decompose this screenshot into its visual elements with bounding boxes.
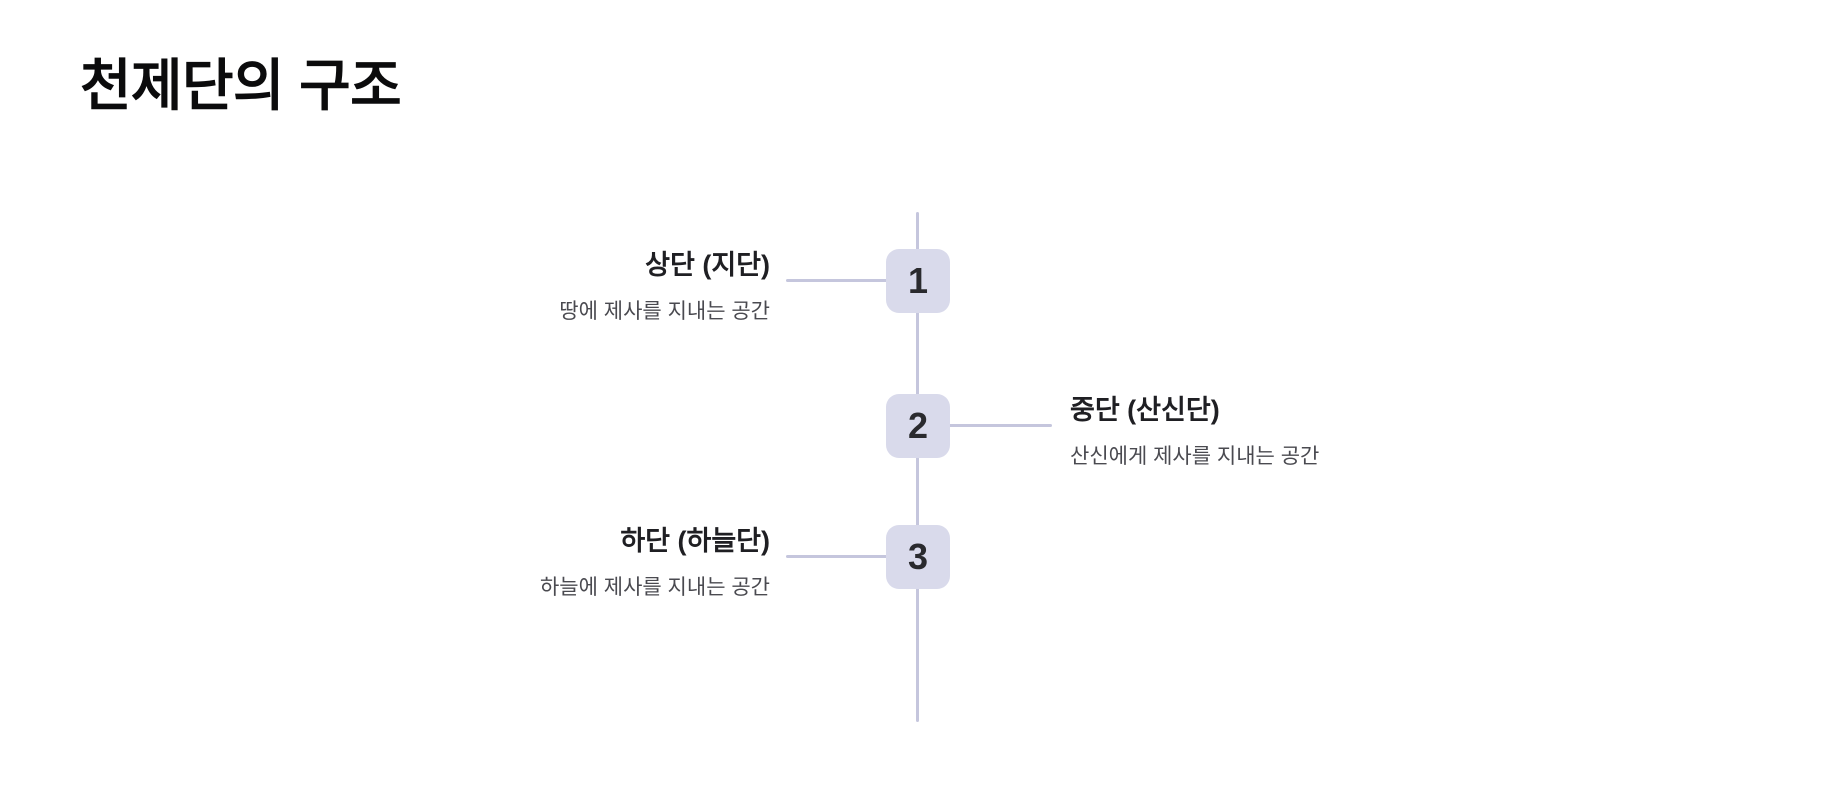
- timeline-entry-3: 하단 (하늘단) 하늘에 제사를 지내는 공간: [250, 525, 770, 602]
- page-title: 천제단의 구조: [80, 54, 402, 117]
- timeline-node-number-3: 3: [907, 536, 929, 577]
- timeline-node-1[interactable]: 1: [886, 249, 950, 313]
- timeline-connector-1: [786, 279, 888, 282]
- timeline-node-number-2: 2: [907, 405, 929, 446]
- timeline-node-2[interactable]: 2: [886, 394, 950, 458]
- timeline-entry-1: 상단 (지단) 땅에 제사를 지내는 공간: [250, 249, 770, 326]
- timeline-entry-label-1: 상단 (지단): [645, 250, 770, 280]
- timeline-node-3[interactable]: 3: [886, 525, 950, 589]
- timeline-entry-label-2: 중단 (산신단): [1070, 395, 1220, 425]
- timeline-spine: [916, 212, 919, 722]
- timeline-connector-2: [948, 424, 1052, 427]
- timeline-node-number-1: 1: [907, 260, 929, 301]
- timeline-entry-description-3: 하늘에 제사를 지내는 공간: [539, 575, 770, 599]
- timeline-entry-description-1: 땅에 제사를 지내는 공간: [559, 299, 770, 323]
- timeline-entry-label-3: 하단 (하늘단): [620, 526, 770, 556]
- timeline-entry-description-2: 산신에게 제사를 지내는 공간: [1070, 444, 1320, 468]
- timeline-entry-2: 중단 (산신단) 산신에게 제사를 지내는 공간: [1070, 394, 1590, 471]
- timeline-connector-3: [786, 555, 888, 558]
